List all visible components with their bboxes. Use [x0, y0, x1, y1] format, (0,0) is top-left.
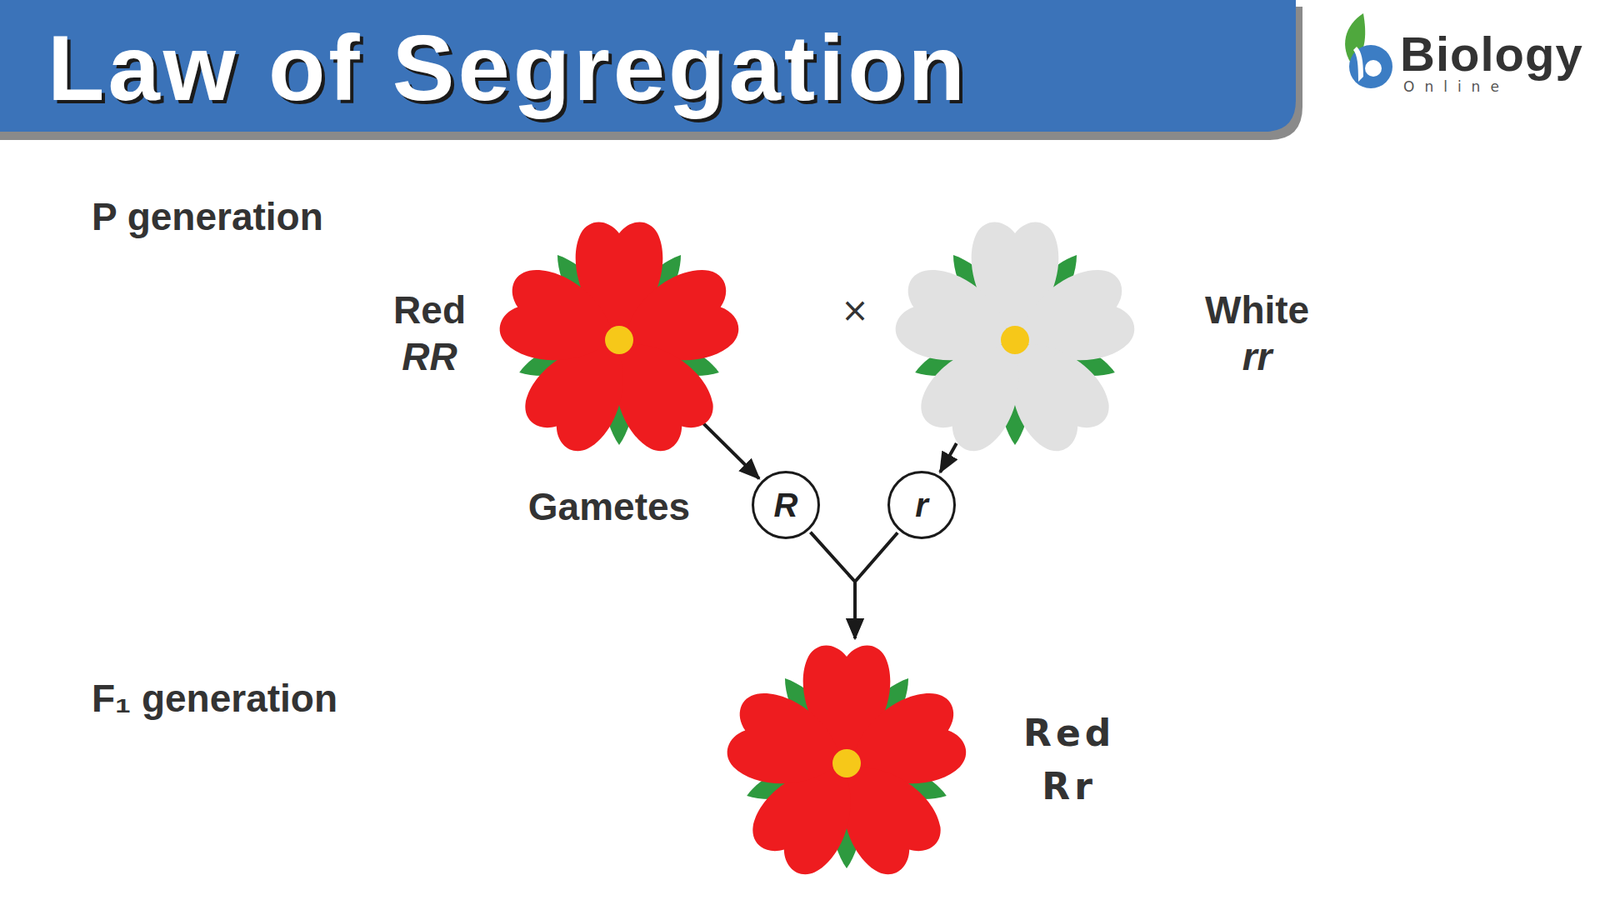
petal [889, 262, 1022, 380]
gamete-circle: R [751, 470, 820, 540]
flower-node: RedRr [721, 638, 972, 889]
flower-node: Whiterr [890, 215, 1140, 465]
cross-symbol: × [840, 290, 870, 330]
flower-shape [721, 638, 972, 889]
logo-text: Biology [1400, 25, 1584, 82]
page-title: Law of Segregation [47, 16, 969, 120]
logo-subtext: Online [1403, 78, 1510, 95]
inheritance-arrow [940, 443, 957, 473]
phenotype-text: Red [1023, 706, 1115, 760]
genotype-text: Rr [1023, 760, 1115, 814]
flower-centre [605, 325, 634, 355]
allele-text: r [915, 488, 929, 522]
petal [720, 685, 854, 804]
flower-node: RedRR [494, 215, 745, 465]
flower-shape [494, 215, 745, 465]
genotype-label: Whiterr [1205, 286, 1310, 380]
gamete-circle: r [887, 470, 956, 540]
allele-text: R [774, 488, 799, 522]
genotype-text: RR [393, 333, 466, 380]
banner-band [0, 0, 1296, 132]
inheritance-arrow [855, 532, 898, 639]
gametes-label: Gametes [528, 484, 690, 530]
generation-label: F₁ generation [91, 675, 338, 721]
petal [493, 262, 626, 380]
flower-centre [1000, 325, 1030, 355]
phenotype-text: Red [393, 286, 466, 334]
genotype-text: rr [1205, 333, 1310, 380]
genotype-label: RedRR [393, 286, 466, 380]
flower-shape [890, 215, 1140, 465]
logo-icon [1345, 13, 1393, 89]
flower-centre [832, 749, 861, 778]
inheritance-arrow [703, 423, 760, 479]
generation-label: P generation [91, 194, 324, 240]
inheritance-arrow [810, 532, 855, 639]
genotype-label: RedRr [1023, 706, 1115, 814]
phenotype-text: White [1205, 286, 1310, 334]
